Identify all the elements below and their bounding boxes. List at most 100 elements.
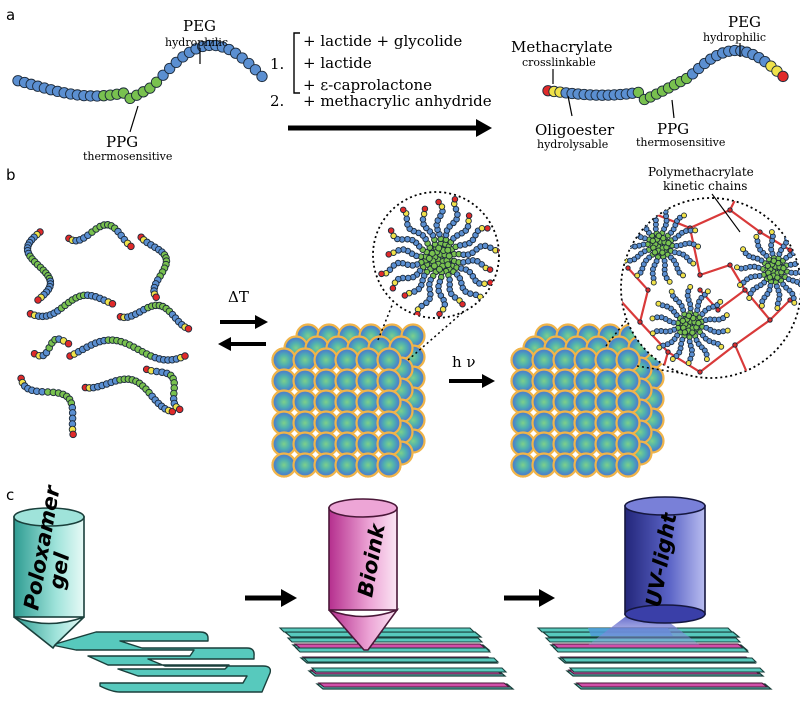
network-arm-bead xyxy=(663,275,670,282)
network-arm-bead xyxy=(627,225,634,232)
micelle xyxy=(313,431,339,457)
network-arm-bead xyxy=(755,242,762,249)
micelle xyxy=(510,410,536,436)
bioink-strand xyxy=(575,682,769,688)
micelle xyxy=(594,389,620,415)
network-arm-bead xyxy=(621,239,625,246)
micelle-core-bead xyxy=(435,244,443,252)
micelle-arm-bead xyxy=(452,205,460,213)
micelle-arm-bead xyxy=(390,232,397,240)
crosslink-node xyxy=(715,307,721,313)
micelle xyxy=(594,410,620,436)
micelle-core-bead xyxy=(428,250,436,257)
micelle-arm-bead xyxy=(390,262,398,269)
micelle-arm-bead xyxy=(486,266,494,273)
reaction-step2-line: + methacrylic anhydride xyxy=(303,92,492,110)
network-core-bead xyxy=(679,317,686,324)
network-arm-bead xyxy=(791,299,798,306)
micelle xyxy=(271,431,297,457)
micelle xyxy=(510,389,536,415)
network-arm-bead xyxy=(630,228,637,235)
micelle xyxy=(355,389,381,415)
scaffold-top-filament xyxy=(552,647,750,653)
micelle-core-bead xyxy=(436,265,443,273)
network-arm-bead xyxy=(720,315,727,322)
micelle xyxy=(313,410,339,436)
network-arm-bead xyxy=(703,356,710,363)
bioink-strand xyxy=(293,643,487,649)
micelle xyxy=(510,452,536,478)
network-arm-bead xyxy=(649,330,656,337)
network-core-bead xyxy=(665,239,672,247)
left-ppg-sub: thermosensitive xyxy=(83,150,172,163)
micelle xyxy=(376,410,402,436)
micelle-arm-bead xyxy=(411,288,418,295)
poloxamer-nozzle-tip xyxy=(13,616,85,650)
network-core-bead xyxy=(649,237,656,244)
micelle xyxy=(292,368,318,394)
bioink-scaffold xyxy=(278,627,515,690)
right-ppg-sub: thermosensitive xyxy=(636,136,725,149)
scaffold-top-filament xyxy=(302,657,500,663)
micelle xyxy=(510,431,536,457)
micelle-arm-bead xyxy=(484,225,491,232)
micelle xyxy=(531,347,557,373)
crosslink-node xyxy=(665,349,671,355)
network-arm-bead xyxy=(740,246,747,253)
network-core-bead xyxy=(774,274,781,281)
panel-label-b: b xyxy=(6,166,16,184)
micelle xyxy=(510,347,536,373)
solution-bead xyxy=(127,242,135,251)
crosslink-node xyxy=(787,247,793,253)
printing-step-uv: UV-light xyxy=(536,496,773,690)
micelle xyxy=(531,431,557,457)
micelle xyxy=(355,347,381,373)
polymer-bead xyxy=(256,70,268,83)
panel-label-c: c xyxy=(6,486,14,504)
chains-label-line1: Polymethacrylate xyxy=(648,165,754,179)
micelle-arm-bead xyxy=(474,258,481,265)
poloxamer-syringe-top xyxy=(13,507,85,527)
polymethacrylate-chain xyxy=(621,299,641,323)
network-core-bead xyxy=(770,257,777,264)
micelle-arm-bead xyxy=(389,285,397,292)
left-polymer-chain xyxy=(12,39,268,105)
crosslink-node xyxy=(757,229,763,235)
micelle xyxy=(334,452,360,478)
crosslink-node xyxy=(625,265,631,271)
micelle-arm-bead xyxy=(404,274,412,282)
micelle xyxy=(376,389,402,415)
crosslink-node xyxy=(742,287,748,293)
micelle xyxy=(552,389,578,415)
network-arm-bead xyxy=(790,295,797,302)
cooling-arrow-head xyxy=(218,337,231,351)
delta-t-label: ΔT xyxy=(228,288,249,306)
crosslink-node xyxy=(697,369,703,375)
micelle xyxy=(531,452,557,478)
network-arm-bead xyxy=(680,272,686,279)
micelle xyxy=(334,368,360,394)
bioink-syringe-body xyxy=(328,507,398,611)
network-arm-bead xyxy=(704,288,711,295)
micelle-arm-bead xyxy=(436,310,443,318)
oligoester-sub: hydrolysable xyxy=(537,138,608,151)
micelle-core-bead xyxy=(445,252,453,260)
right-peg-sub: hydrophilic xyxy=(703,31,766,44)
micelle xyxy=(573,431,599,457)
micelle-arm-bead xyxy=(403,215,411,223)
panel-label-a: a xyxy=(6,6,15,24)
reaction-step1-line3: + ε-caprolactone xyxy=(303,76,432,94)
micelle-arm-bead xyxy=(451,294,459,301)
micelle xyxy=(615,368,641,394)
micelle xyxy=(292,410,318,436)
micelle xyxy=(355,410,381,436)
micelle xyxy=(552,368,578,394)
print-arrow-1-head xyxy=(281,589,297,607)
network-arm-bead xyxy=(637,214,643,221)
network-arm-bead xyxy=(692,227,699,234)
network-arm-bead xyxy=(649,270,656,277)
micelle xyxy=(334,410,360,436)
micelle-core-bead xyxy=(444,261,452,269)
solution-bead xyxy=(152,293,160,301)
methacrylate-sub: crosslinkable xyxy=(522,56,596,69)
